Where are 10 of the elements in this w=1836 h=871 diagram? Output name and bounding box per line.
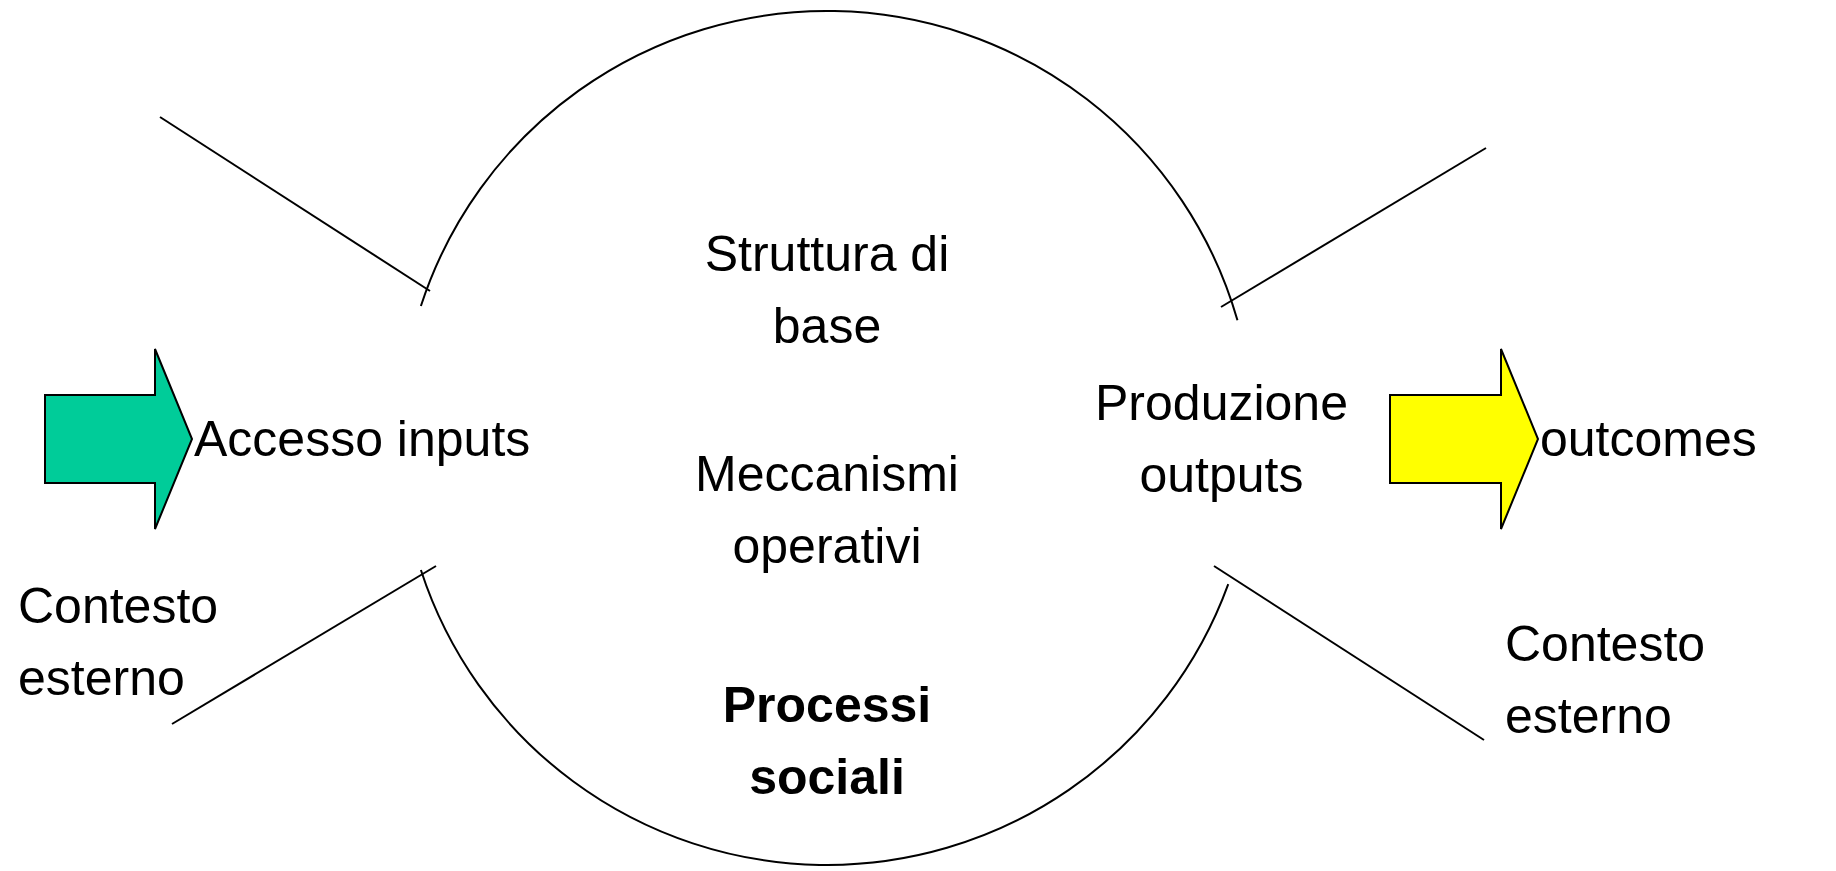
node-text: Accesso inputs — [194, 410, 531, 469]
node-text: outcomes — [1540, 410, 1757, 469]
context-label: Contesto esterno — [1505, 615, 1707, 746]
block-arrow — [1389, 348, 1540, 530]
block-arrow — [44, 348, 194, 530]
circle-text: Meccanismi operativi — [694, 445, 960, 576]
context-label: Contesto esterno — [18, 577, 220, 708]
node-text: Produzione outputs — [1094, 374, 1349, 505]
circle-text: Processi sociali — [721, 676, 933, 807]
circle-text: Struttura di base — [703, 225, 951, 356]
